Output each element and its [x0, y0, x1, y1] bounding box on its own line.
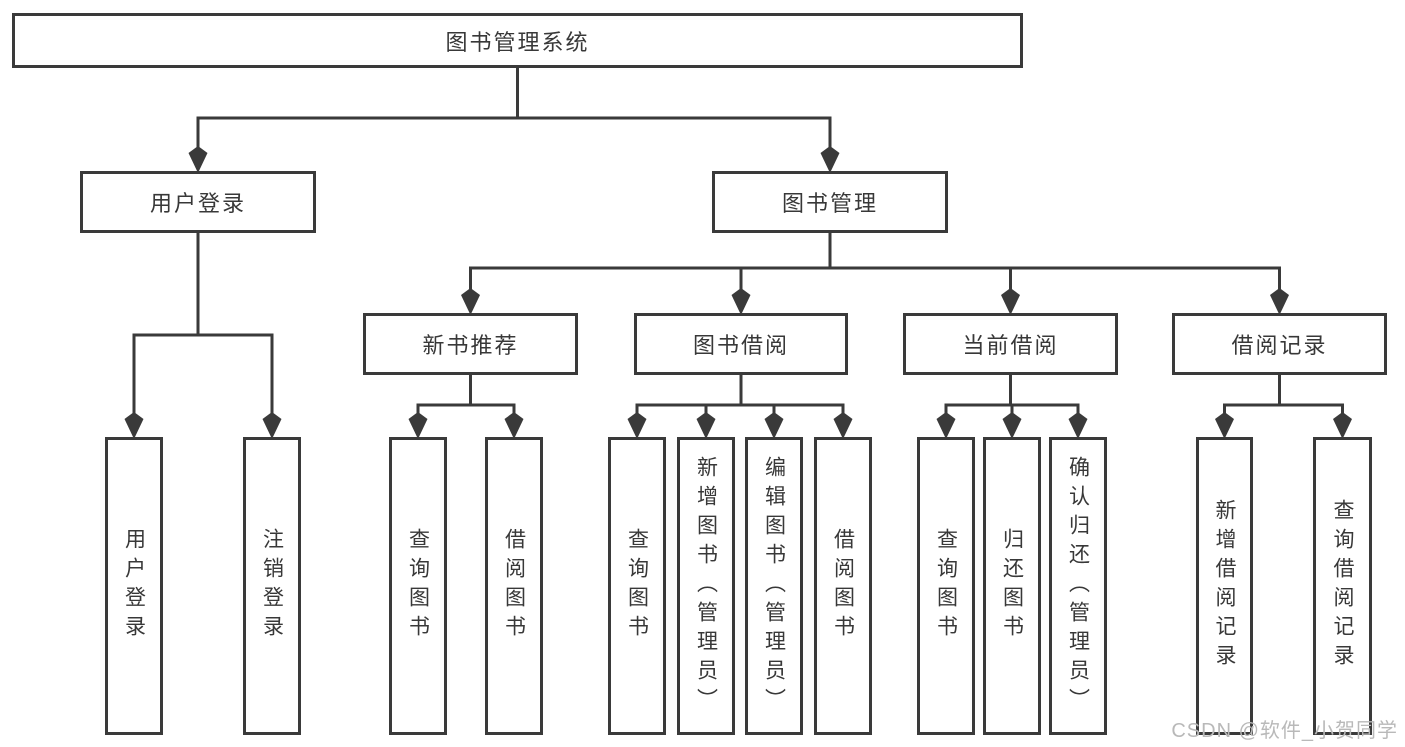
node-label: 借阅记录 — [1231, 333, 1328, 358]
node-label: 当前借阅 — [962, 333, 1059, 358]
arrow-down-icon — [1215, 412, 1234, 439]
node-label: 新增图书（管理员） — [694, 455, 718, 717]
arrow-down-icon — [820, 146, 840, 173]
node-root: 图书管理系统 — [12, 13, 1023, 68]
node-label: 编辑图书（管理员） — [762, 455, 786, 717]
node-label: 查询图书 — [625, 528, 649, 644]
node-leaf-user-login: 用户登录 — [105, 437, 163, 735]
arrow-down-icon — [461, 288, 480, 315]
node-label: 查询图书 — [934, 528, 958, 644]
node-leaf-current-confirm: 确认归还（管理员） — [1049, 437, 1107, 735]
node-label: 查询借阅记录 — [1331, 499, 1354, 673]
node-leaf-new-borrow: 借阅图书 — [485, 437, 543, 735]
node-leaf-records-query: 查询借阅记录 — [1313, 437, 1372, 735]
node-label: 新书推荐 — [422, 333, 519, 358]
node-label: 图书管理系统 — [445, 29, 590, 55]
node-leaf-borrow-query: 查询图书 — [608, 437, 666, 735]
node-book-borrow: 图书借阅 — [634, 313, 848, 375]
node-label: 归还图书 — [1000, 528, 1024, 644]
node-leaf-current-query: 查询图书 — [917, 437, 975, 735]
arrow-down-icon — [124, 412, 144, 439]
arrow-down-icon — [262, 412, 282, 439]
node-label: 图书管理 — [781, 191, 878, 216]
node-label: 注销登录 — [260, 528, 284, 644]
node-leaf-records-add: 新增借阅记录 — [1196, 437, 1253, 735]
arrow-down-icon — [833, 412, 853, 439]
arrow-down-icon — [627, 412, 647, 439]
node-leaf-borrow-edit: 编辑图书（管理员） — [745, 437, 803, 735]
node-current-borrow: 当前借阅 — [903, 313, 1118, 375]
arrow-down-icon — [764, 412, 784, 439]
node-leaf-new-query: 查询图书 — [389, 437, 447, 735]
arrow-down-icon — [188, 146, 208, 173]
arrow-down-icon — [1001, 288, 1020, 315]
watermark: CSDN @软件_小贺同学 — [1171, 720, 1398, 742]
node-label: 新增借阅记录 — [1213, 499, 1236, 673]
node-label: 用户登录 — [149, 191, 246, 216]
node-label: 借阅图书 — [502, 528, 526, 644]
arrow-down-icon — [1333, 412, 1352, 439]
node-label: 确认归还（管理员） — [1066, 455, 1090, 717]
node-borrow-records: 借阅记录 — [1172, 313, 1387, 375]
node-leaf-logout: 注销登录 — [243, 437, 301, 735]
node-new-book: 新书推荐 — [363, 313, 578, 375]
node-leaf-borrow-borrow: 借阅图书 — [814, 437, 872, 735]
node-label: 借阅图书 — [831, 528, 855, 644]
arrow-down-icon — [936, 412, 956, 439]
node-book-mgmt: 图书管理 — [712, 171, 948, 233]
arrow-down-icon — [696, 412, 716, 439]
arrow-down-icon — [408, 412, 428, 439]
arrow-down-icon — [731, 288, 751, 315]
node-leaf-current-return: 归还图书 — [983, 437, 1041, 735]
node-user-login: 用户登录 — [80, 171, 316, 233]
arrow-down-icon — [504, 412, 524, 439]
node-leaf-borrow-add: 新增图书（管理员） — [677, 437, 735, 735]
arrow-down-icon — [1002, 412, 1022, 439]
node-label: 查询图书 — [406, 528, 430, 644]
arrow-down-icon — [1270, 288, 1289, 315]
arrow-down-icon — [1068, 412, 1088, 439]
node-label: 图书借阅 — [692, 333, 789, 358]
node-label: 用户登录 — [122, 528, 146, 644]
